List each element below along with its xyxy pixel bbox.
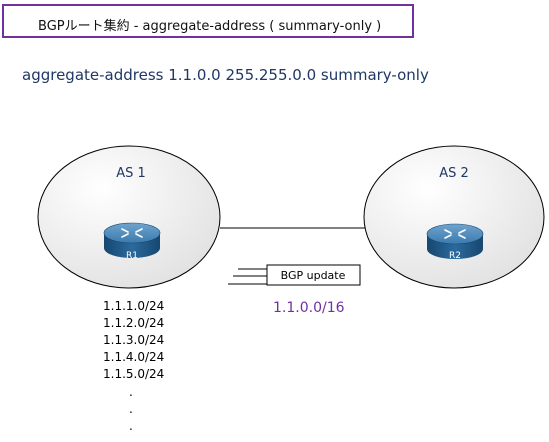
bgp-update-label: BGP update [281, 269, 346, 282]
aggregate-prefix: 1.1.0.0/16 [273, 300, 345, 316]
bgp-update-box [266, 264, 361, 286]
list-item: 1.1.4.0/24 [103, 350, 165, 364]
bgp-update-message: BGP update [228, 264, 361, 286]
as1-cloud [37, 145, 221, 289]
list-item: 1.1.5.0/24 [103, 367, 165, 381]
list-item: 1.1.3.0/24 [103, 333, 165, 347]
as2-label: AS 2 [439, 166, 469, 181]
as1-label: AS 1 [116, 166, 146, 181]
title-box: BGPルート集約 - aggregate-address ( summary-o… [2, 4, 414, 38]
prefix-list: 1.1.1.0/24 1.1.2.0/24 1.1.3.0/24 1.1.4.0… [103, 298, 164, 383]
page-title: BGPルート集約 - aggregate-address ( summary-o… [38, 19, 382, 34]
router-r1-label: R1 [126, 251, 138, 261]
router-r2-icon: R2 [426, 223, 484, 261]
as2-cloud [363, 145, 545, 289]
router-r1-icon: R1 [103, 222, 161, 261]
more-prefixes-ellipsis: ... [129, 385, 133, 433]
list-item: 1.1.1.0/24 [103, 299, 165, 313]
router-r2-label: R2 [449, 251, 461, 261]
config-command: aggregate-address 1.1.0.0 255.255.0.0 su… [22, 66, 429, 84]
list-item: 1.1.2.0/24 [103, 316, 165, 330]
